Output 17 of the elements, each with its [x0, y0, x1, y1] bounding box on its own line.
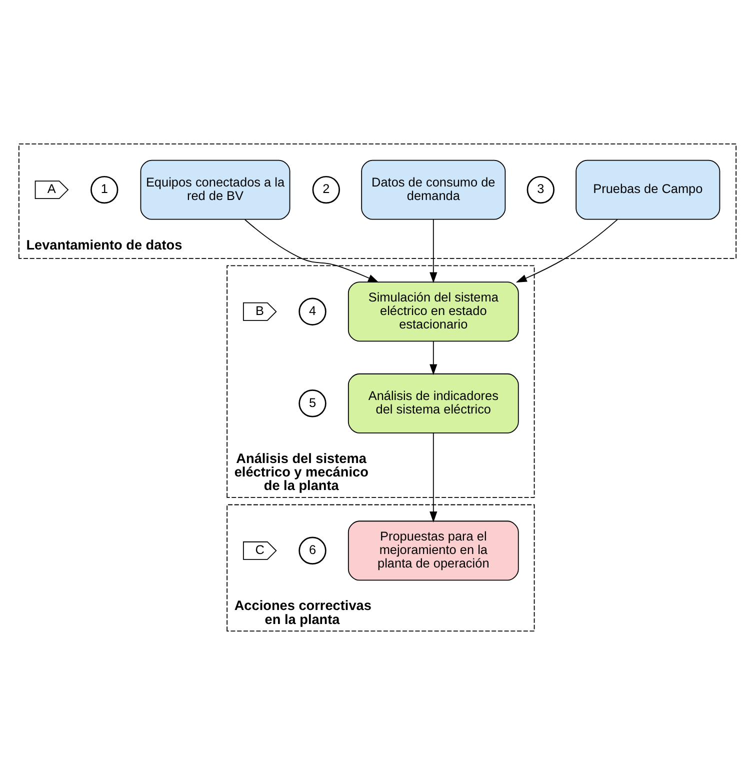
node-circle: 1	[90, 175, 118, 204]
node-box: Simulación del sistema eléctrico en estado estacionario	[348, 281, 519, 342]
arrow	[516, 218, 618, 282]
node-circle: 3	[526, 175, 555, 204]
node-circle: 5	[298, 389, 326, 417]
node-box: Análisis de indicadores del sistema eléctrico	[348, 372, 519, 433]
node-circle: 2	[312, 175, 340, 204]
node-box: Datos de consumo de demanda	[361, 159, 506, 220]
node-circle: 4	[298, 297, 326, 325]
arrow	[430, 340, 438, 375]
arrow	[430, 218, 438, 283]
arrow	[244, 218, 380, 282]
node-box: Propuestas para el mejoramiento en la planta de operación	[348, 520, 519, 580]
arrow	[430, 432, 438, 522]
node-box: Equipos conectados a la red de BV	[140, 159, 290, 220]
node-circle: 6	[298, 536, 326, 564]
node-box: Pruebas de Campo	[576, 159, 720, 220]
